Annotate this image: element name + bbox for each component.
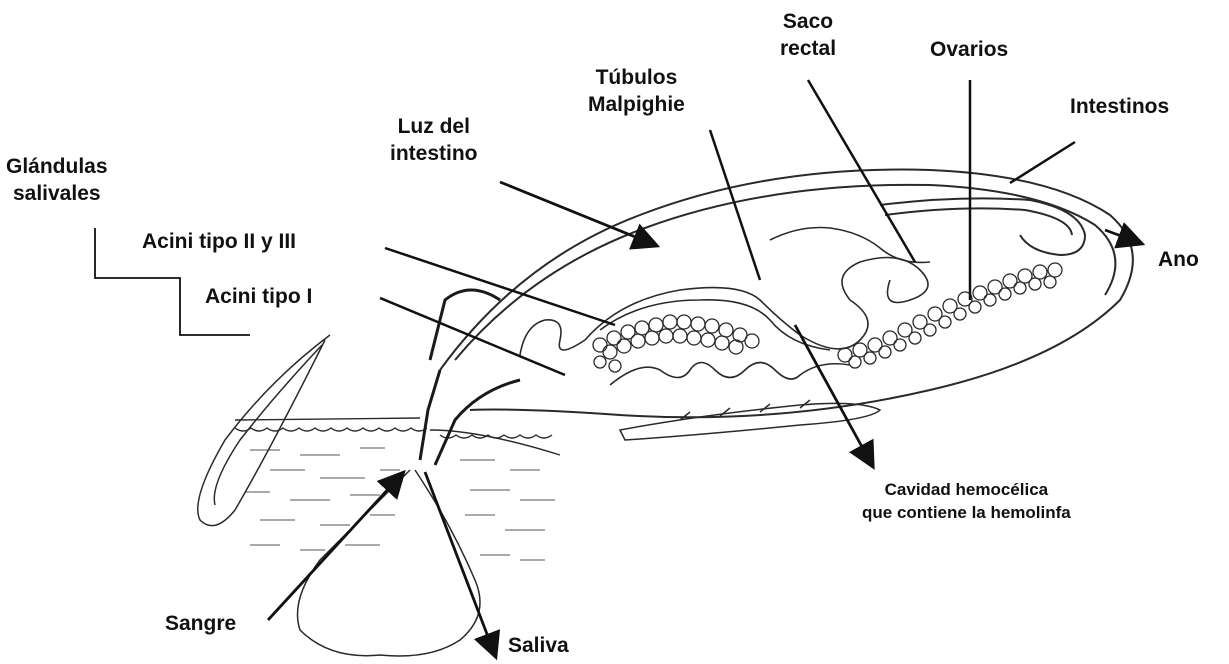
cavidad-arrow bbox=[795, 325, 872, 465]
label-ano: Ano bbox=[1158, 246, 1199, 273]
saliva-arrow bbox=[425, 472, 495, 655]
tubulos-line bbox=[710, 130, 760, 280]
label-luz-intestino: Luz del intestino bbox=[390, 113, 478, 167]
label-intestinos: Intestinos bbox=[1070, 93, 1169, 120]
tick-body bbox=[440, 170, 1133, 418]
salivary-acini bbox=[593, 315, 759, 372]
label-glandulas-salivales: Glándulas salivales bbox=[6, 153, 108, 207]
label-acini-tipo-2-3: Acini tipo II y III bbox=[142, 228, 296, 255]
sangre-arrow bbox=[268, 474, 402, 620]
skin-tissue bbox=[235, 418, 560, 560]
acini-1-line bbox=[380, 298, 565, 375]
ano-arrow bbox=[1105, 230, 1140, 243]
label-acini-tipo-1: Acini tipo I bbox=[205, 283, 312, 310]
label-sangre: Sangre bbox=[165, 610, 236, 637]
label-cavidad-hemocelica: Cavidad hemocélica que contiene la hemol… bbox=[862, 478, 1071, 524]
gut-lumen bbox=[520, 228, 930, 386]
feeding-cavity bbox=[298, 470, 481, 656]
label-saliva: Saliva bbox=[508, 632, 569, 659]
label-ovarios: Ovarios bbox=[930, 36, 1008, 63]
intestinos-line bbox=[1010, 142, 1075, 183]
label-tubulos-malpighie: Túbulos Malpighie bbox=[588, 64, 685, 118]
mouthparts bbox=[420, 290, 520, 465]
saco-line bbox=[808, 80, 915, 262]
ovaries bbox=[838, 263, 1062, 368]
label-saco-rectal: Saco rectal bbox=[780, 8, 836, 62]
luz-arrow bbox=[500, 182, 655, 245]
